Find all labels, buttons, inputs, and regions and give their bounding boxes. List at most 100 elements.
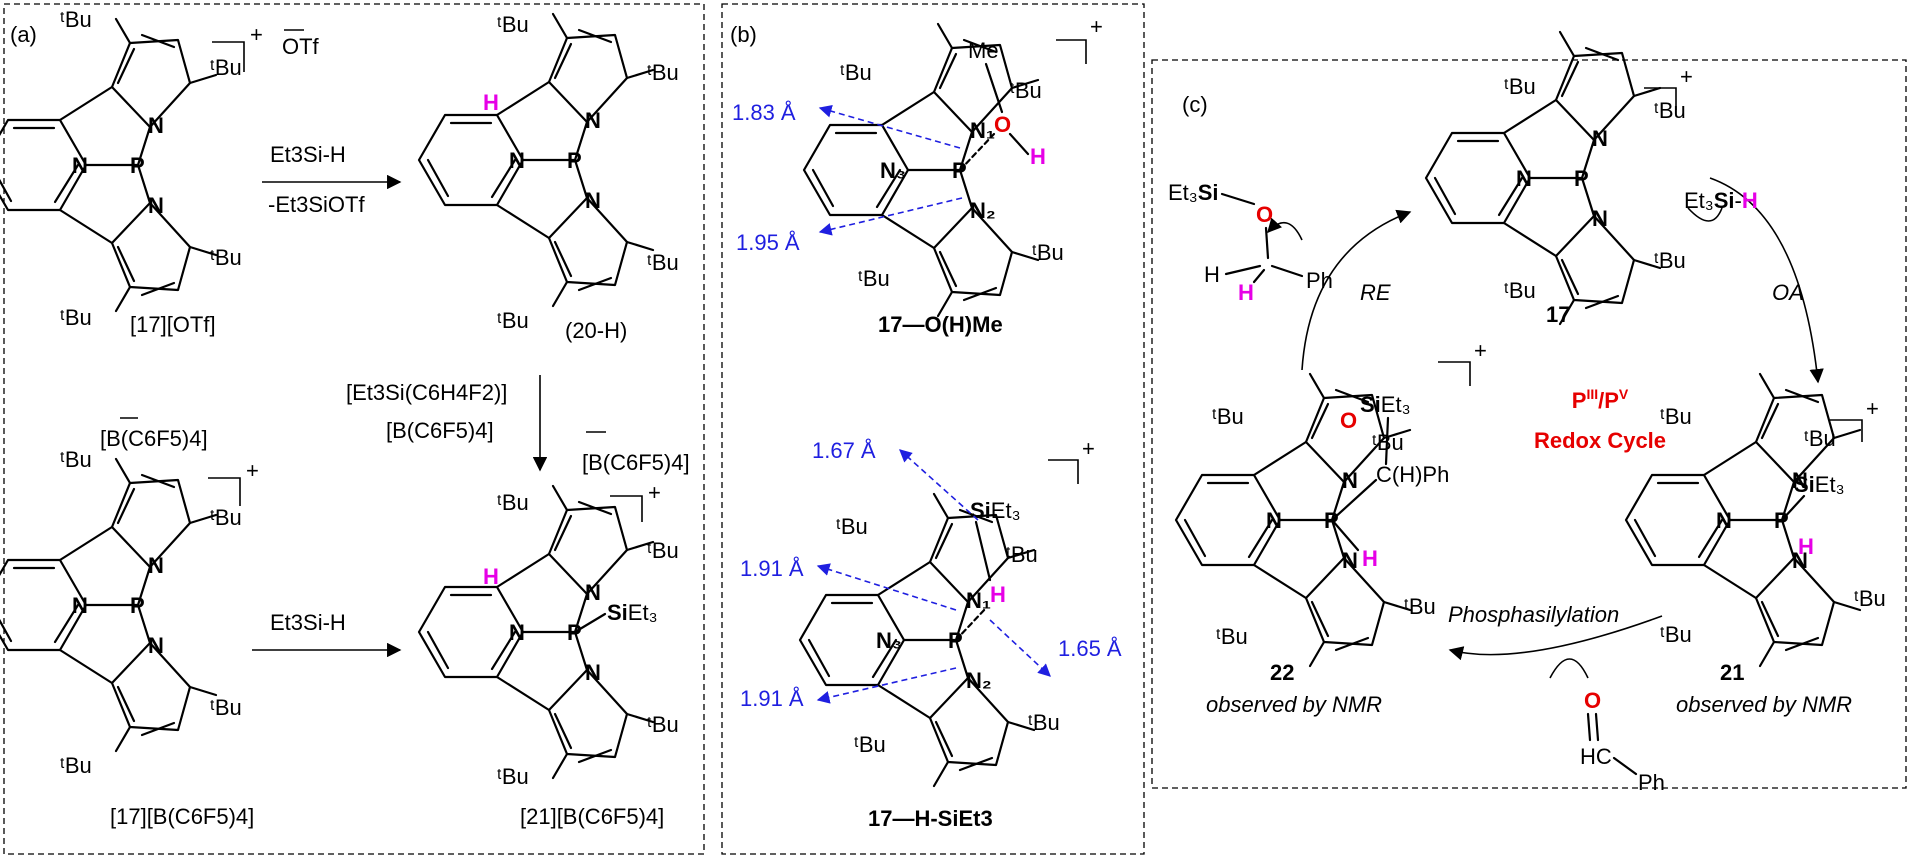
svg-text:ᵗBu: ᵗBu	[647, 538, 679, 563]
molecule-17-cycle: P N N N ᵗBu ᵗBu ᵗBu ᵗBu	[1424, 30, 1686, 326]
molecule-17-borate: P N N N ᵗBu ᵗBu ᵗBu ᵗBu	[0, 447, 242, 778]
panel-b-frame	[721, 3, 1145, 855]
molecule-20-h: P N N N H ᵗBu ᵗBu ᵗBu ᵗBu	[417, 12, 679, 333]
svg-text:Ph: Ph	[1638, 770, 1665, 795]
arrow-oa	[1709, 177, 1824, 384]
svg-text:N: N	[1266, 508, 1282, 533]
observed-22: observed by NMR	[1206, 692, 1382, 717]
svg-text:P: P	[130, 593, 145, 618]
cycle-title-1: PIII/PV	[1572, 386, 1629, 413]
label-phosphasilylation: Phosphasilylation	[1448, 602, 1619, 627]
product-out-curve	[1267, 217, 1303, 241]
svg-text:Ph: Ph	[1306, 268, 1333, 293]
svg-text:SiEt₃: SiEt₃	[1360, 392, 1411, 417]
distance-hsiet3-4: 1.91 Å	[740, 686, 804, 711]
svg-text:P: P	[1574, 166, 1589, 191]
charge-17-cycle: +	[1680, 64, 1693, 89]
svg-text:N: N	[1516, 166, 1532, 191]
svg-text:H: H	[990, 582, 1006, 607]
svg-text:N: N	[585, 580, 601, 605]
svg-text:P: P	[952, 158, 967, 183]
svg-text:ᵗBu: ᵗBu	[497, 12, 529, 37]
svg-text:N: N	[1716, 508, 1732, 533]
product-silyl-ether: Et₃Si O H Ph H	[1168, 180, 1333, 305]
svg-text:SiEt₃: SiEt₃	[607, 600, 658, 625]
svg-text:SiEt₃: SiEt₃	[1794, 472, 1845, 497]
caption-20-h: (20-H)	[565, 318, 627, 343]
svg-text:N₂: N₂	[970, 198, 996, 223]
svg-text:P: P	[948, 628, 963, 653]
cycle-title-2: Redox Cycle	[1534, 428, 1666, 453]
svg-text:H: H	[1362, 546, 1378, 571]
svg-text:N: N	[148, 633, 164, 658]
distance-hsiet3-1: 1.67 Å	[812, 438, 876, 463]
svg-text:N₁: N₁	[966, 588, 991, 613]
counterion-otf: OTf	[282, 34, 320, 59]
svg-text:ᵗBu: ᵗBu	[1804, 426, 1836, 451]
distance-hsiet3-2: 1.91 Å	[740, 556, 804, 581]
label-17: 17	[1546, 302, 1570, 327]
svg-text:C(H)Ph: C(H)Ph	[1376, 462, 1449, 487]
arrow-a-down-line2: [B(C6F5)4]	[386, 418, 494, 443]
svg-text:N: N	[72, 153, 88, 178]
counterion-borate-right: [B(C6F5)4]	[582, 450, 690, 475]
bracket-21	[610, 495, 643, 522]
svg-text:SiEt₃: SiEt₃	[970, 498, 1021, 523]
reagent-in: Et₃Si-H	[1684, 188, 1758, 213]
label-re: RE	[1360, 280, 1391, 305]
arrow-re	[1301, 209, 1412, 371]
arrow-phosphasilylation	[1448, 615, 1663, 661]
caption-17-otf: [17][OTf]	[130, 312, 216, 337]
svg-text:ᵗBu: ᵗBu	[60, 7, 92, 32]
svg-text:ᵗBu: ᵗBu	[840, 60, 872, 85]
svg-text:N: N	[148, 193, 164, 218]
charge-21-cycle: +	[1866, 396, 1879, 421]
distance-hsiet3-3: 1.65 Å	[1058, 636, 1122, 661]
reagent-in-curve	[1687, 207, 1723, 222]
svg-text:H: H	[1204, 262, 1220, 287]
svg-text:ᵗBu: ᵗBu	[647, 250, 679, 275]
svg-text:N: N	[148, 113, 164, 138]
svg-text:H: H	[1238, 280, 1254, 305]
svg-text:ᵗBu: ᵗBu	[1032, 240, 1064, 265]
svg-text:N: N	[585, 188, 601, 213]
charge-17-borate: +	[246, 458, 259, 483]
observed-21: observed by NMR	[1676, 692, 1852, 717]
svg-text:ᵗBu: ᵗBu	[858, 266, 890, 291]
svg-text:P: P	[130, 153, 145, 178]
charge-22-cycle: +	[1474, 338, 1487, 363]
svg-text:ᵗBu: ᵗBu	[647, 712, 679, 737]
svg-text:N: N	[1342, 548, 1358, 573]
molecule-17-hsiet3: P N₁ N₂ N₃ H SiEt₃ ᵗBu ᵗBu ᵗBu ᵗBu	[798, 492, 1060, 788]
distance-ohme-1: 1.83 Å	[732, 100, 796, 125]
svg-text:N: N	[1792, 468, 1808, 493]
svg-text:Et₃Si: Et₃Si	[1168, 180, 1219, 205]
svg-text:N: N	[148, 553, 164, 578]
svg-text:N: N	[1792, 548, 1808, 573]
caption-17-borate: [17][B(C6F5)4]	[110, 804, 254, 829]
label-21: 21	[1720, 660, 1744, 685]
svg-text:N₂: N₂	[966, 668, 992, 693]
svg-text:ᵗBu: ᵗBu	[1010, 78, 1042, 103]
svg-text:ᵗBu: ᵗBu	[836, 514, 868, 539]
aldehyde-in-curve	[1549, 658, 1589, 679]
caption-21-borate: [21][B(C6F5)4]	[520, 804, 664, 829]
svg-text:ᵗBu: ᵗBu	[1660, 622, 1692, 647]
molecule-17-ohme: P N₁ N₂ N₃ O H Me ᵗBu ᵗBu ᵗBu ᵗBu	[802, 22, 1064, 318]
svg-text:ᵗBu: ᵗBu	[1654, 248, 1686, 273]
charge-ohme: +	[1090, 14, 1103, 39]
label-oa: OA	[1772, 280, 1804, 305]
svg-text:P: P	[1774, 508, 1789, 533]
svg-text:H: H	[1030, 144, 1046, 169]
svg-text:N₃: N₃	[876, 628, 902, 653]
svg-text:ᵗBu: ᵗBu	[210, 505, 242, 530]
svg-text:ᵗBu: ᵗBu	[497, 490, 529, 515]
svg-text:H: H	[1798, 534, 1814, 559]
svg-text:N: N	[585, 660, 601, 685]
svg-text:N: N	[509, 620, 525, 645]
caption-hsiet3: 17—H-SiEt3	[868, 806, 993, 831]
svg-text:P: P	[567, 620, 582, 645]
svg-text:N₃: N₃	[880, 158, 906, 183]
svg-text:ᵗBu: ᵗBu	[854, 732, 886, 757]
